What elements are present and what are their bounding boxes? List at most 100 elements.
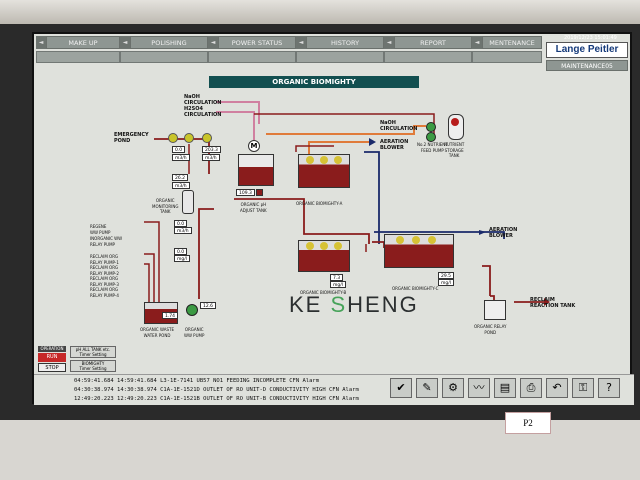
unit-readout: m3/h: [202, 154, 220, 161]
value-readout: 7.3: [330, 274, 344, 281]
nav-history[interactable]: HISTORY: [306, 36, 384, 49]
nav-mentenance[interactable]: MENTENANCE: [482, 36, 542, 49]
nav-arrow-icon[interactable]: ◄: [120, 36, 130, 49]
pipe-h2so4: [216, 111, 255, 152]
diffuser-icon: [334, 156, 342, 164]
label-naoh: NaOH CIRCULATION: [184, 94, 222, 106]
pipe-orange-a: [308, 141, 374, 154]
ph-adjust-tank[interactable]: [238, 154, 274, 186]
diffuser-icon: [306, 242, 314, 250]
unit-readout: mg/l: [174, 255, 191, 262]
alarm-row[interactable]: 12:49:20.223 12:49:20.223 C1A-1E-1521B O…: [74, 396, 359, 402]
pipe-red-top-b: [295, 145, 334, 152]
status-bar: [256, 189, 264, 196]
alarm-row[interactable]: 04:59:41.684 14:59:41.684 L3-1E-7141 UB5…: [74, 378, 320, 384]
nav-arrow-icon[interactable]: ◄: [384, 36, 394, 49]
label-biomighty-c: ORGANIC BIOMIGHTY-C: [392, 286, 439, 291]
pipe-red-b-c: [372, 241, 385, 248]
monitor-bezel-top: [0, 0, 640, 24]
pipe-red-reclaim: [144, 221, 160, 309]
undo-icon[interactable]: ↶: [546, 378, 568, 398]
diffuser-icon: [306, 156, 314, 164]
arrow-icon: [369, 138, 376, 146]
label-organic-ww-pump: ORGANIC WW PUMP: [184, 327, 205, 338]
key-icon[interactable]: ⚿: [572, 378, 594, 398]
nav-make-up[interactable]: MAKE UP: [46, 36, 120, 49]
value-readout: 1.74: [162, 312, 179, 319]
pipe-orange-top: [266, 125, 426, 135]
ph-timer-setting-button[interactable]: pH ALL TANK etc. Timer Setting: [70, 346, 116, 358]
organic-relay-pond[interactable]: [484, 300, 506, 320]
subnav-slot[interactable]: [472, 51, 542, 63]
nav-polishing[interactable]: POLISHING: [130, 36, 208, 49]
unit-readout: m3/h: [174, 227, 192, 234]
mixer-motor-icon[interactable]: M: [248, 140, 260, 152]
label-naoh-2: NaOH CIRCULATION: [380, 120, 418, 132]
pipe-naoh: [216, 101, 260, 124]
nav-arrow-icon[interactable]: ◄: [472, 36, 482, 49]
value-readout: 26.2: [172, 174, 189, 181]
unit-readout: mg/l: [330, 281, 347, 288]
pump-icon[interactable]: [186, 304, 198, 316]
screen-title: ORGANIC BIOMIGHTY: [209, 76, 419, 88]
diffuser-icon: [396, 236, 404, 244]
run-button[interactable]: RUN: [38, 353, 66, 362]
diffuser-icon: [412, 236, 420, 244]
pipe-red-ww: [198, 208, 214, 299]
diffuser-icon: [334, 242, 342, 250]
pipe-red-c-out: [482, 265, 491, 296]
label-reclaim-org-1: RECLAIM ORG RELAY PUMP-1: [90, 254, 119, 265]
tools-icon[interactable]: ⚙: [442, 378, 464, 398]
label-reclaim-reaction-tank: RECLAIM REACTION TANK: [530, 297, 576, 309]
nav-arrow-icon[interactable]: ◄: [208, 36, 218, 49]
stop-button[interactable]: STOP: [38, 363, 66, 372]
sticker-label: P2: [505, 412, 551, 434]
alarm-row[interactable]: 04:30:38.974 14:30:38.974 C1A-1E-1521D O…: [74, 387, 359, 393]
hmi-screen: ◄ MAKE UP ◄ POLISHING ◄ POWER STATUS ◄ H…: [32, 32, 634, 405]
print-icon[interactable]: ⎙: [520, 378, 542, 398]
unit-readout: mg/l: [438, 279, 455, 286]
chart-icon[interactable]: ▤: [494, 378, 516, 398]
value-readout: 12.6: [200, 302, 217, 309]
valve-icon[interactable]: [168, 133, 178, 143]
label-aeration-blower-2: AERATION BLOWER: [489, 227, 518, 239]
nav-report[interactable]: REPORT: [394, 36, 472, 49]
nav-power-status[interactable]: POWER STATUS: [218, 36, 296, 49]
value-readout: 29.5: [438, 272, 455, 279]
subnav-slot[interactable]: [384, 51, 472, 63]
unit-readout: m3/h: [172, 182, 190, 189]
label-inorganic-ww-relay-pump: INORGANIC WW RELAY PUMP: [90, 236, 123, 247]
label-biomighty-b: ORGANIC BIOMIGHTY-B: [300, 290, 347, 295]
value-readout: 203.3: [202, 146, 221, 153]
monitoring-tank[interactable]: [182, 190, 194, 214]
label-h2so4: H2SO4 CIRCULATION: [184, 106, 222, 118]
biomighty-timer-setting-button[interactable]: BIOMIGHTY Timer Setting: [70, 360, 116, 372]
edit-icon[interactable]: ✎: [416, 378, 438, 398]
pipe-aeration: [364, 151, 380, 244]
maintenance-button[interactable]: MAINTENANCE05: [546, 60, 628, 71]
pipe-red-ph: [234, 198, 370, 244]
datetime: 2019/12/23 15:01:49: [564, 35, 617, 41]
watermark: KE SHENG: [289, 292, 419, 317]
nav-arrow-icon[interactable]: ◄: [36, 36, 46, 49]
valve-icon[interactable]: [202, 133, 212, 143]
label-reclaim-org-3: RECLAIM ORG RELAY PUMP-3: [90, 276, 119, 287]
subnav-slot[interactable]: [120, 51, 208, 63]
subnav-slot[interactable]: [208, 51, 296, 63]
label-ph-adjust-tank: ORGANIC pH ADJUST TANK: [240, 202, 267, 213]
pump-icon[interactable]: [426, 132, 436, 142]
acknowledge-icon[interactable]: ✔: [390, 378, 412, 398]
value-readout: 0.0: [174, 248, 188, 255]
diffuser-icon: [320, 242, 328, 250]
pump-icon[interactable]: [426, 122, 436, 132]
label-emergency-pond: EMERGENCY POND: [114, 132, 149, 144]
value-readout: 109.3: [236, 189, 255, 196]
subnav-slot[interactable]: [296, 51, 384, 63]
pipe-aeration-2: [374, 231, 505, 239]
help-icon[interactable]: ?: [598, 378, 620, 398]
subnav-slot[interactable]: [36, 51, 120, 63]
label-aeration-blower-1: AERATION BLOWER: [380, 139, 409, 151]
valve-icon[interactable]: [184, 133, 194, 143]
trend-icon[interactable]: 〰: [468, 378, 490, 398]
nav-arrow-icon[interactable]: ◄: [296, 36, 306, 49]
